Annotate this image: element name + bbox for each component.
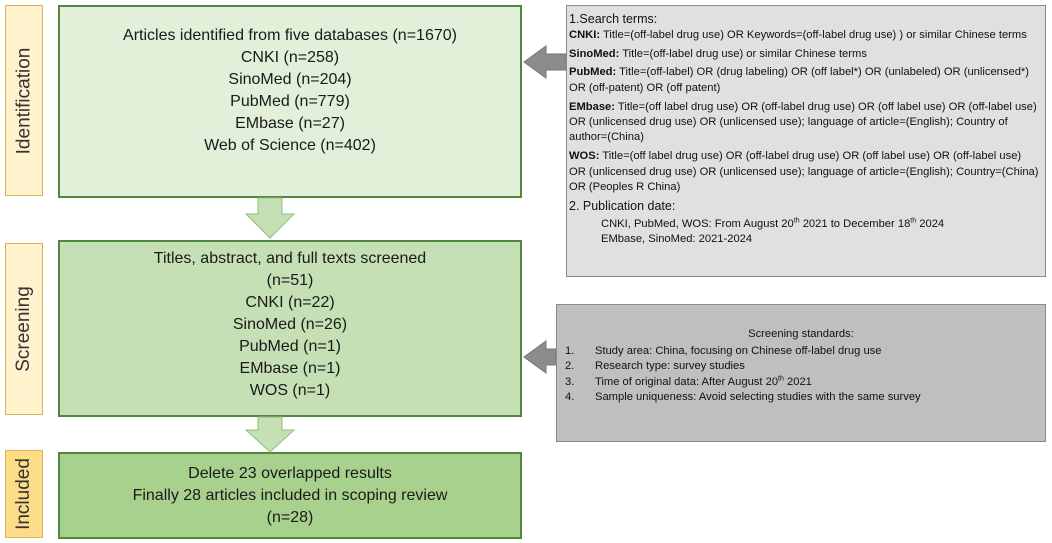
included-line-1: Delete 23 overlapped results	[188, 464, 392, 482]
publication-date-header: 2. Publication date:	[569, 199, 676, 214]
date1-mid: 2021 to December 18	[799, 218, 911, 231]
stage-identification: Identification	[5, 5, 43, 196]
standard-item-sup: th	[778, 374, 784, 382]
standard-item: 2. Research type: survey studies	[565, 359, 1037, 374]
search-embase-label: EMbase:	[569, 100, 616, 113]
search-terms-header: 1.Search terms:	[569, 12, 658, 26]
included-line-3: (n=28)	[266, 508, 314, 526]
date1-pre: CNKI, PubMed, WOS: From August 20	[601, 218, 794, 231]
screening-line-pubmed: PubMed (n=1)	[239, 337, 341, 355]
standard-item: 1. Study area: China, focusing on Chines…	[565, 344, 1037, 359]
screening-standards-list: 1. Study area: China, focusing on Chines…	[565, 344, 1037, 405]
search-cnki-label: CNKI:	[569, 29, 601, 41]
included-box: Delete 23 overlapped results Finally 28 …	[58, 452, 522, 539]
identification-line-embase: EMbase (n=27)	[235, 114, 345, 132]
publication-date-line-1: CNKI, PubMed, WOS: From August 20th 2021…	[569, 217, 1039, 232]
screening-box: Titles, abstract, and full texts screene…	[58, 240, 522, 417]
screening-line-embase: EMbase (n=1)	[239, 359, 341, 377]
identification-line-sinomed: SinoMed (n=204)	[228, 70, 352, 88]
standard-item-text-post: 2021	[783, 375, 812, 388]
search-pubmed: PubMed: Title=(off-label) OR (drug label…	[569, 65, 1039, 95]
search-sinomed-text: Title=(off-label drug use) or similar Ch…	[622, 48, 867, 61]
standard-item-text: Research type: survey studies	[595, 360, 745, 373]
publication-date-line-2: EMbase, SinoMed: 2021-2024	[601, 233, 753, 246]
included-line-2: Finally 28 articles included in scoping …	[132, 486, 448, 504]
standard-item: 3. Time of original data: After August 2…	[565, 375, 1037, 390]
search-sinomed: SinoMed: Title=(off-label drug use) or s…	[569, 47, 1039, 62]
search-pubmed-text: Title=(off-label) OR (drug labeling) OR …	[569, 66, 1030, 94]
down-arrow-screening-to-included	[244, 416, 296, 453]
screening-line-cnki: CNKI (n=22)	[245, 293, 335, 311]
screening-count: (n=51)	[266, 271, 314, 289]
search-wos-text: Title=(off label drug use) OR (off-label…	[569, 150, 1039, 193]
screening-line-sinomed: SinoMed (n=26)	[232, 315, 348, 333]
identification-line-cnki: CNKI (n=258)	[240, 48, 340, 66]
date1-sup2: th	[910, 217, 917, 225]
search-wos: WOS: Title=(off label drug use) OR (off-…	[569, 149, 1039, 195]
search-pubmed-label: PubMed:	[569, 66, 617, 79]
screening-standards-title: Screening standards:	[748, 328, 854, 340]
stage-included: Included	[5, 450, 43, 538]
search-embase: EMbase: Title=(off label drug use) OR (o…	[569, 100, 1039, 146]
screening-standards-box: Screening standards: 1. Study area: Chin…	[556, 304, 1046, 442]
search-cnki-text: Title=(off-label drug use) OR Keywords=(…	[602, 29, 1027, 41]
left-arrow-search-terms	[523, 45, 567, 79]
standard-item-text-pre: Time of original data: After August 20	[595, 375, 779, 388]
standard-item-number: 4.	[565, 390, 575, 403]
screening-line-wos: WOS (n=1)	[249, 381, 331, 399]
search-sinomed-label: SinoMed:	[569, 48, 620, 61]
search-terms-box: 1.Search terms: CNKI: Title=(off-label d…	[566, 5, 1046, 277]
identification-box: Articles identified from five databases …	[58, 5, 522, 198]
identification-line-pubmed: PubMed (n=779)	[230, 92, 350, 110]
left-arrow-screening-standards	[523, 340, 557, 374]
identification-title: Articles identified from five databases …	[123, 26, 457, 44]
standard-item: 4. Sample uniqueness: Avoid selecting st…	[565, 390, 1037, 405]
search-embase-text: Title=(off label drug use) OR (off-label…	[569, 100, 1037, 144]
standard-item-number: 2.	[565, 360, 575, 373]
standard-item-number: 3.	[565, 375, 575, 388]
standard-item-text: Study area: China, focusing on Chinese o…	[595, 345, 882, 358]
search-cnki: CNKI: Title=(off-label drug use) OR Keyw…	[569, 28, 1039, 43]
screening-title: Titles, abstract, and full texts screene…	[153, 249, 427, 267]
stage-screening: Screening	[5, 243, 43, 415]
down-arrow-identification-to-screening	[244, 197, 296, 239]
identification-line-wos: Web of Science (n=402)	[204, 136, 376, 154]
search-wos-label: WOS:	[569, 150, 600, 163]
date1-post: 2024	[916, 218, 945, 231]
date1-sup1: th	[793, 217, 800, 225]
standard-item-number: 1.	[565, 345, 575, 358]
standard-item-text: Sample uniqueness: Avoid selecting studi…	[595, 390, 921, 403]
